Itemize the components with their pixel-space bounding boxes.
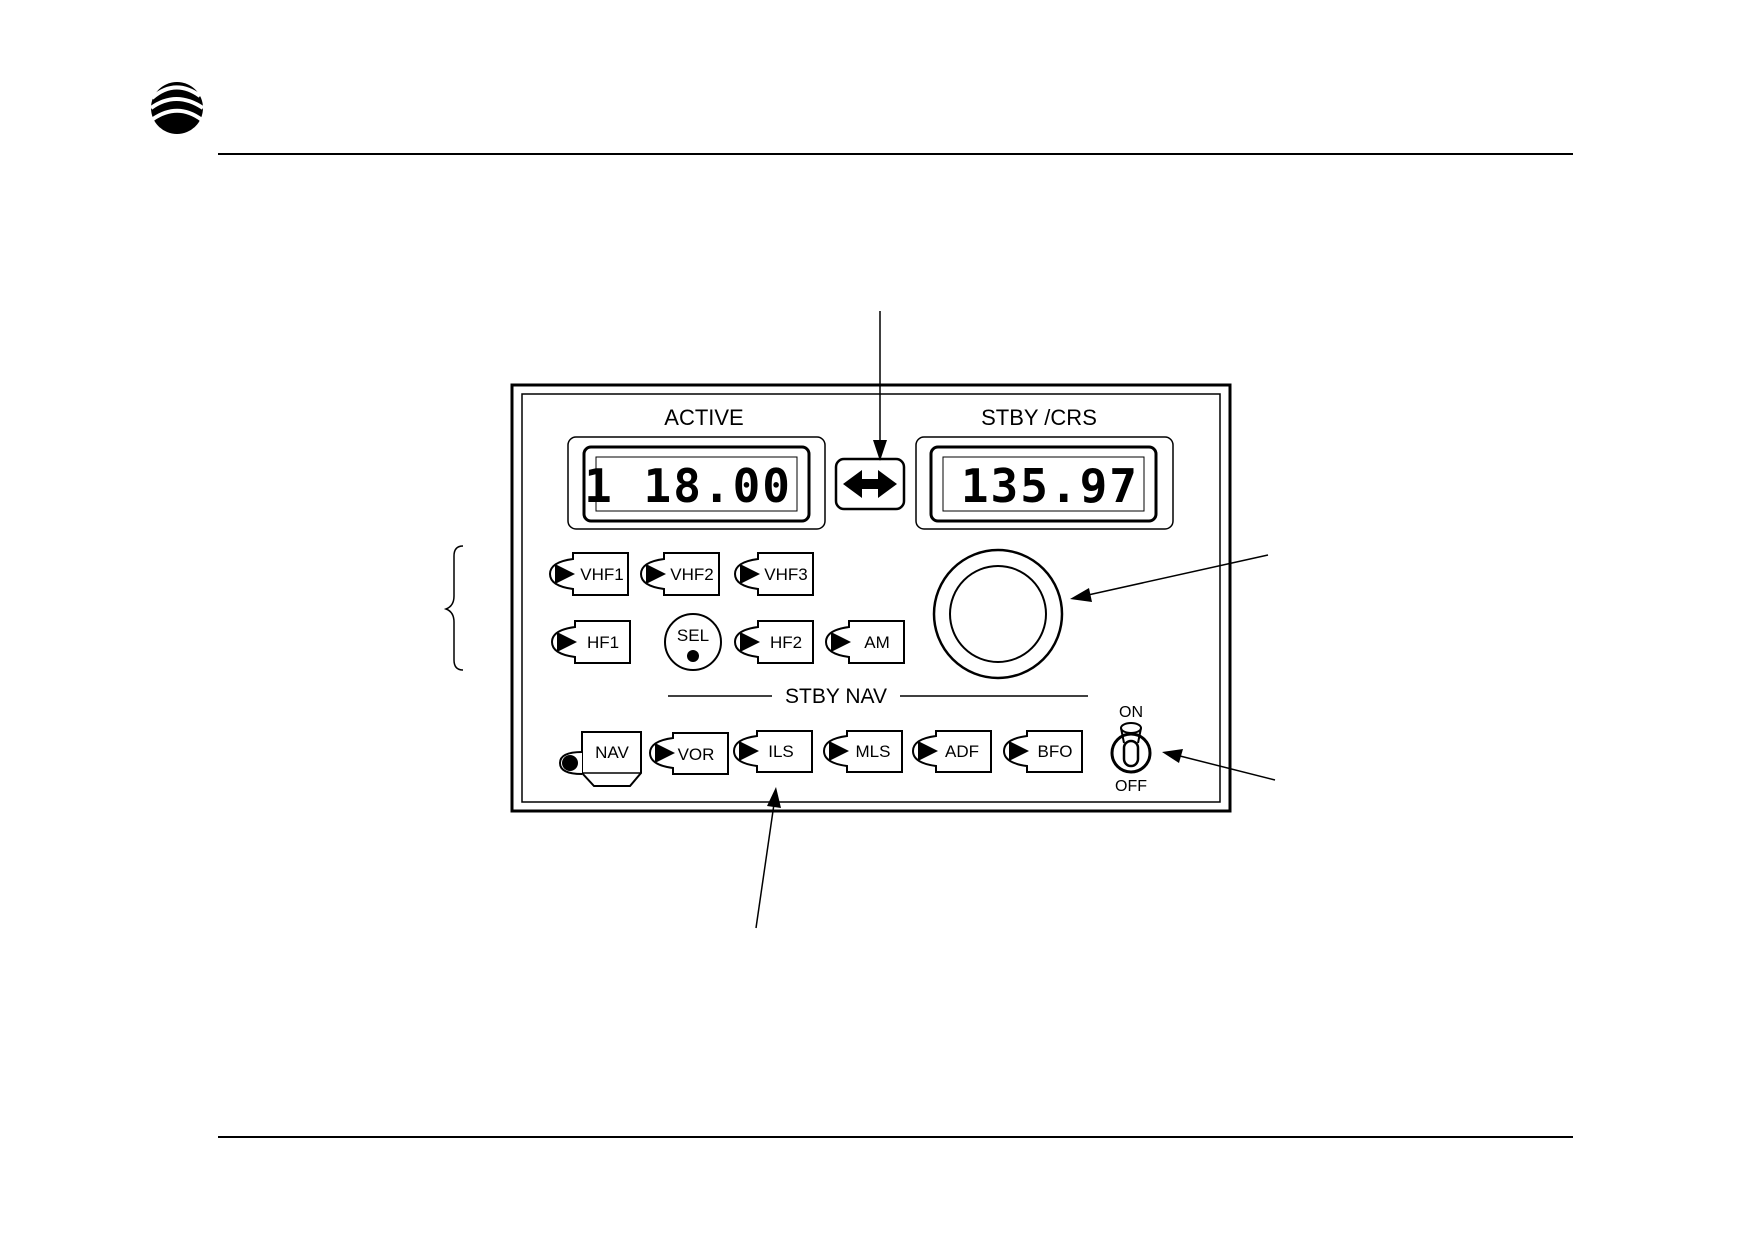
vhf3-label: VHF3 [764, 565, 807, 584]
am-button[interactable]: AM [824, 620, 905, 664]
stby-crs-label: STBY /CRS [981, 405, 1097, 430]
panel-outer-frame [510, 383, 1232, 813]
switch-on-label: ON [1119, 704, 1143, 721]
left-bracket [443, 545, 464, 671]
stby-nav-label: STBY NAV [785, 685, 887, 708]
swirl-logo-icon [149, 82, 205, 134]
active-label: ACTIVE [664, 405, 743, 430]
callout-arrow-switch [1162, 749, 1276, 781]
vhf3-button[interactable]: VHF3 [733, 552, 814, 596]
mls-label: MLS [856, 742, 891, 761]
mls-button[interactable]: MLS [822, 730, 903, 773]
panel-inner-frame [521, 393, 1221, 803]
tuning-knob[interactable] [932, 548, 1064, 680]
hf2-button[interactable]: HF2 [733, 620, 814, 664]
ils-label: ILS [768, 742, 794, 761]
double-arrow-icon [843, 470, 897, 498]
ils-button[interactable]: ILS [732, 730, 813, 773]
sel-button[interactable]: SEL [664, 613, 722, 671]
vhf2-label: VHF2 [670, 565, 713, 584]
nav-button[interactable]: NAV [558, 731, 642, 787]
hf1-button[interactable]: HF1 [550, 620, 631, 664]
active-frequency-display: 1 18.00 [567, 436, 826, 530]
toggle-switch[interactable] [1110, 722, 1152, 774]
vor-button[interactable]: VOR [648, 732, 729, 775]
bfo-button[interactable]: BFO [1002, 730, 1083, 773]
sel-indicator [687, 650, 699, 662]
callout-arrow-nav [755, 787, 781, 929]
nav-label: NAV [595, 743, 629, 762]
vhf1-button[interactable]: VHF1 [548, 552, 629, 596]
hf2-label: HF2 [770, 633, 802, 652]
vor-label: VOR [678, 745, 715, 764]
adf-button[interactable]: ADF [911, 730, 992, 773]
transfer-button[interactable] [834, 457, 906, 511]
switch-off-label: OFF [1115, 778, 1147, 795]
adf-label: ADF [945, 742, 979, 761]
bfo-label: BFO [1038, 742, 1073, 761]
vhf2-button[interactable]: VHF2 [639, 552, 720, 596]
callout-arrow-knob [1070, 554, 1269, 602]
callout-arrow-transfer [873, 311, 887, 461]
active-frequency-value: 1 18.00 [584, 459, 792, 513]
stby-frequency-value: 135.97 [961, 459, 1139, 513]
stby-frequency-display: 135.97 [915, 436, 1174, 530]
hf1-label: HF1 [587, 633, 619, 652]
vhf1-label: VHF1 [580, 565, 623, 584]
sel-label: SEL [677, 626, 709, 645]
am-label: AM [864, 633, 890, 652]
